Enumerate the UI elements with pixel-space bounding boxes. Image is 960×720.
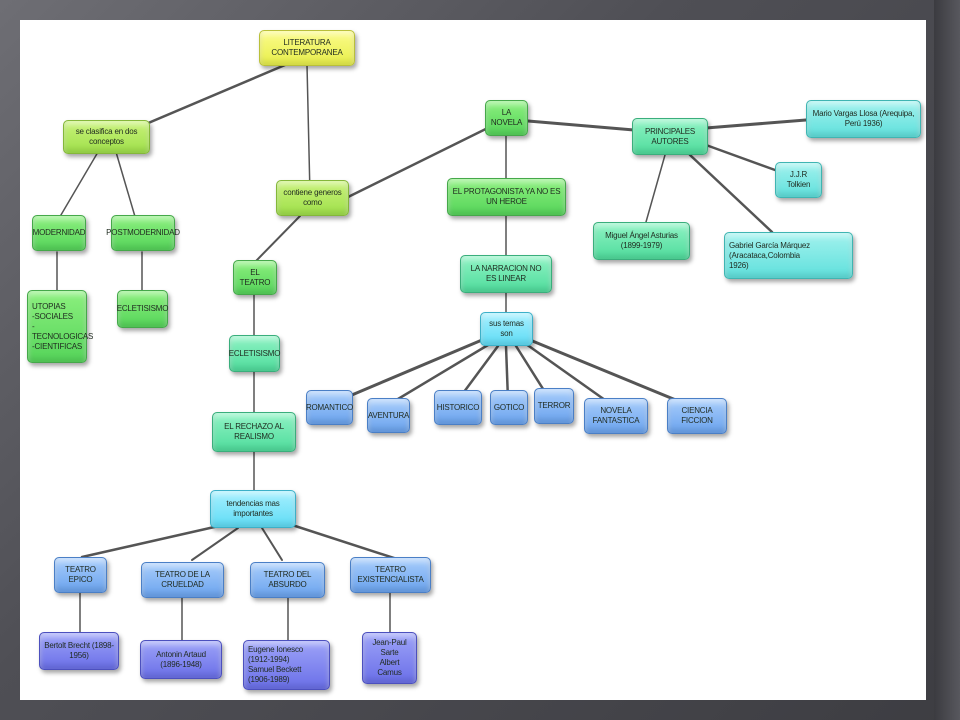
edge-clasifica-postmodernidad bbox=[115, 151, 137, 221]
edge-temas-fantastica bbox=[524, 342, 614, 407]
node-teatro-existencialista[interactable]: TEATRO EXISTENCIALISTA bbox=[350, 557, 431, 593]
edge-tendencias-epico bbox=[80, 521, 234, 559]
edge-tendencias-absurdo bbox=[261, 527, 283, 561]
node-postmodernidad[interactable]: POSTMODERNIDAD bbox=[106, 215, 180, 251]
edge-contiene-novela bbox=[340, 116, 510, 202]
node-modernidad[interactable]: MODERNIDAD bbox=[32, 215, 86, 251]
edge-temas-aventura bbox=[386, 343, 490, 407]
node-sus-temas[interactable]: sus temas son bbox=[480, 312, 533, 346]
node-teatro-crueldad[interactable]: TEATRO DE LA CRUELDAD bbox=[141, 562, 224, 598]
node-principales-autores[interactable]: PRINCIPALES AUTORES bbox=[632, 118, 708, 155]
node-gotico[interactable]: GOTICO bbox=[490, 390, 528, 425]
connector-lines bbox=[56, 63, 808, 641]
node-tolkien[interactable]: J.J.R Tolkien bbox=[775, 162, 822, 198]
edge-autores-asturias bbox=[645, 154, 666, 223]
node-romantico[interactable]: ROMANTICO bbox=[306, 390, 353, 425]
edge-temas-romantico bbox=[338, 338, 484, 402]
node-ionesco-beckett[interactable]: Eugene Ionesco (1912-1994) Samuel Becket… bbox=[243, 640, 330, 690]
node-literatura-contemporanea[interactable]: LITERATURA CONTEMPORANEA bbox=[259, 30, 355, 66]
node-rechazo-realismo[interactable]: EL RECHAZO AL REALISMO bbox=[212, 412, 296, 452]
slide-right-edge bbox=[934, 0, 960, 720]
node-narracion[interactable]: LA NARRACION NO ES LINEAR bbox=[460, 255, 552, 293]
concept-map-canvas: LITERATURA CONTEMPORANEA se clasifica en… bbox=[20, 20, 926, 700]
node-vargas-llosa[interactable]: Mario Vargas Llosa (Arequipa, Perú 1936) bbox=[806, 100, 921, 138]
edge-autores-garcia bbox=[688, 153, 774, 234]
node-garcia-marquez[interactable]: Gabriel García Márquez (Aracataca,Colomb… bbox=[724, 232, 853, 279]
edge-literatura-contiene bbox=[306, 64, 311, 196]
node-ecletisismo-teatro[interactable]: ECLETISISMO bbox=[229, 335, 280, 372]
edge-autores-vargas bbox=[704, 118, 808, 130]
node-la-novela[interactable]: LA NOVELA bbox=[485, 100, 528, 136]
edge-novela-autores bbox=[526, 119, 636, 132]
node-ciencia-ficcion[interactable]: CIENCIA FICCION bbox=[667, 398, 727, 434]
node-teatro-epico[interactable]: TEATRO EPICO bbox=[54, 557, 107, 593]
node-protagonista[interactable]: EL PROTAGONISTA YA NO ES UN HEROE bbox=[447, 178, 566, 216]
node-historico[interactable]: HISTORICO bbox=[434, 390, 482, 425]
edge-temas-ciencia bbox=[528, 338, 690, 407]
node-teatro-absurdo[interactable]: TEATRO DEL ABSURDO bbox=[250, 562, 325, 598]
node-utopias[interactable]: UTOPIAS -SOCIALES -TECNOLOGICAS -CIENTIF… bbox=[27, 290, 93, 363]
node-artaud[interactable]: Antonin Artaud (1896-1948) bbox=[140, 640, 222, 679]
node-tendencias[interactable]: tendencias mas importantes bbox=[210, 490, 296, 528]
edge-tendencias-crueldad bbox=[191, 527, 239, 561]
node-terror[interactable]: TERROR bbox=[534, 388, 574, 424]
node-novela-fantastica[interactable]: NOVELA FANTASTICA bbox=[584, 398, 648, 434]
edge-clasifica-modernidad bbox=[57, 151, 99, 221]
node-asturias[interactable]: Miguel Ángel Asturias (1899-1979) bbox=[593, 222, 690, 260]
node-se-clasifica[interactable]: se clasifica en dos conceptos bbox=[63, 120, 150, 154]
edge-autores-tolkien bbox=[704, 143, 777, 172]
node-aventura[interactable]: AVENTURA bbox=[367, 398, 410, 433]
edge-tendencias-existencialista bbox=[284, 521, 402, 562]
node-contiene-generos[interactable]: contiene generos como bbox=[276, 180, 349, 216]
node-ecletisismo-postmodernidad[interactable]: ECLETISISMO bbox=[117, 290, 168, 328]
node-el-teatro[interactable]: EL TEATRO bbox=[233, 260, 277, 295]
node-brecht[interactable]: Bertolt Brecht (1898-1956) bbox=[39, 632, 119, 670]
node-sartre-camus[interactable]: Jean-Paul Sarte Albert Camus bbox=[362, 632, 417, 684]
edge-contiene-teatro bbox=[253, 215, 301, 264]
